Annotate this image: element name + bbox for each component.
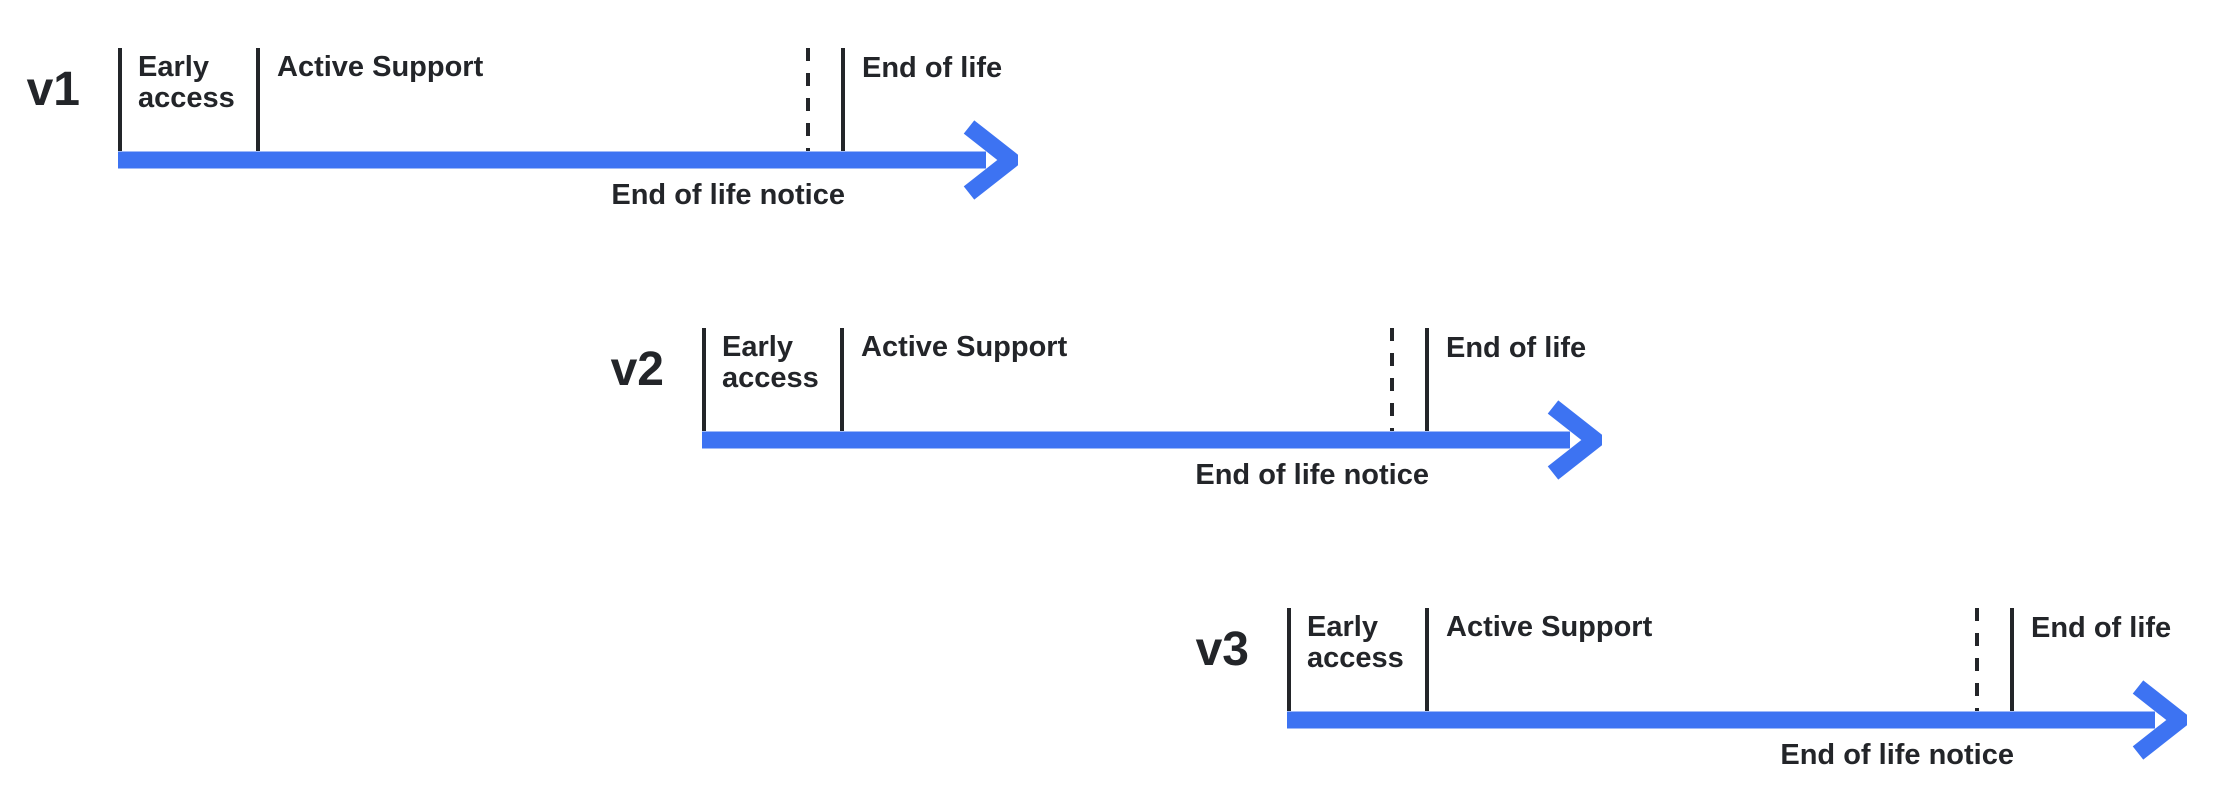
version-label-v2: v2	[610, 343, 664, 396]
end-of-life-tick	[2010, 608, 2014, 711]
early-access-start-tick	[118, 48, 122, 151]
active-support-label: Active Support	[861, 331, 1068, 363]
end-of-life-tick	[841, 48, 845, 151]
early-access-label: Early access	[722, 331, 819, 394]
active-support-label: Active Support	[277, 51, 484, 83]
active-support-label: Active Support	[1446, 611, 1653, 643]
timeline-arrow-icon	[1287, 680, 2187, 760]
early-access-label: Early access	[138, 51, 235, 114]
early-access-label: Early access	[1307, 611, 1404, 674]
end-of-life-tick	[1425, 328, 1429, 431]
active-support-start-tick	[1425, 608, 1429, 711]
active-support-start-tick	[256, 48, 260, 151]
end-of-life-notice-label: End of life notice	[1195, 459, 1429, 491]
early-access-start-tick	[702, 328, 706, 431]
end-of-life-notice-label: End of life notice	[1780, 739, 2014, 771]
eol-notice-dashed-line	[1390, 328, 1394, 431]
early-access-start-tick	[1287, 608, 1291, 711]
end-of-life-label: End of life	[1446, 332, 1587, 364]
version-label-v1: v1	[26, 63, 80, 116]
end-of-life-label: End of life	[2031, 612, 2172, 644]
end-of-life-label: End of life	[862, 52, 1003, 84]
eol-notice-dashed-line	[806, 48, 810, 151]
eol-notice-dashed-line	[1975, 608, 1979, 711]
active-support-start-tick	[840, 328, 844, 431]
timeline-arrow-icon	[702, 400, 1602, 480]
end-of-life-notice-label: End of life notice	[611, 179, 845, 211]
version-label-v3: v3	[1195, 623, 1249, 676]
timeline-arrow-icon	[118, 120, 1018, 200]
